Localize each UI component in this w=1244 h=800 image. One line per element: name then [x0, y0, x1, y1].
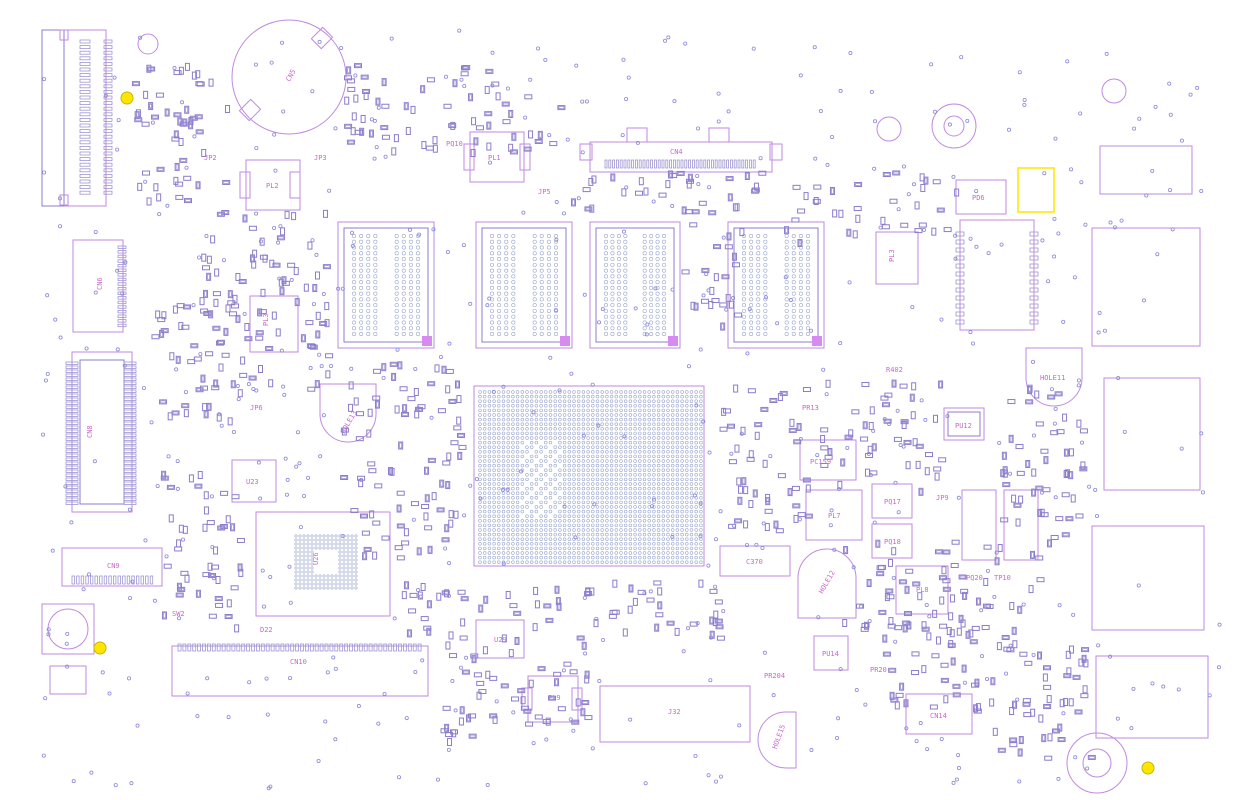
inductor-r[interactable]: PL3: [875, 231, 919, 285]
cn14[interactable]: CN14: [905, 693, 973, 735]
svg-text:U23: U23: [246, 478, 259, 486]
hole15[interactable]: HOLE15: [757, 711, 797, 769]
usb-port-1[interactable]: [1091, 227, 1201, 347]
svg-text:PL3: PL3: [888, 249, 896, 262]
usb-port-3[interactable]: [1091, 525, 1205, 631]
vias: [41, 28, 1222, 791]
battery-cn5[interactable]: CN5: [231, 19, 347, 135]
memory-chip[interactable]: [589, 221, 681, 349]
pq18[interactable]: PQ18: [871, 523, 913, 559]
svg-text:D22: D22: [260, 626, 273, 634]
svg-text:JP2: JP2: [204, 154, 217, 162]
chip-u26[interactable]: U26: [255, 511, 391, 617]
svg-text:U26: U26: [312, 552, 320, 565]
svg-text:PQ10: PQ10: [446, 140, 463, 148]
pu12[interactable]: PU12: [943, 407, 985, 441]
connector-cn9[interactable]: CN9: [61, 547, 163, 587]
dc-jack[interactable]: [1099, 145, 1193, 195]
memory-chip[interactable]: [475, 221, 573, 349]
svg-text:HOLE15: HOLE15: [771, 724, 787, 751]
svg-text:CN10: CN10: [290, 658, 307, 666]
svg-text:PR204: PR204: [764, 672, 785, 680]
memory-chip[interactable]: [727, 221, 825, 349]
svg-text:PL1: PL1: [488, 154, 501, 162]
svg-text:PL7: PL7: [828, 512, 841, 520]
svg-text:SW2: SW2: [172, 610, 185, 618]
u29[interactable]: U29: [475, 619, 525, 659]
svg-text:PQ18: PQ18: [884, 538, 901, 546]
pq17[interactable]: PQ17: [871, 483, 913, 519]
svg-text:JP3: JP3: [314, 154, 327, 162]
svg-text:C370: C370: [746, 558, 763, 566]
passive-components[interactable]: [131, 62, 1096, 761]
hole13[interactable]: HOLE13: [319, 383, 377, 443]
label-cn5: CN5: [284, 68, 297, 83]
connector-cn8[interactable]: CN8: [65, 351, 137, 513]
svg-text:JP6: JP6: [250, 404, 263, 412]
highlight-part[interactable]: [1017, 167, 1055, 213]
inductor-pl2[interactable]: PL2: [239, 159, 301, 211]
connector-cn10[interactable]: CN10: [171, 643, 429, 697]
chip-u23[interactable]: U23: [231, 459, 277, 503]
inductor-pl3[interactable]: PL3: [249, 295, 299, 353]
svg-text:HOLE11: HOLE11: [1040, 374, 1065, 382]
cpu-bga[interactable]: [473, 385, 705, 567]
svg-text:U29: U29: [494, 636, 507, 644]
svg-text:PC159: PC159: [810, 458, 831, 466]
svg-text:PQ20: PQ20: [966, 574, 983, 582]
svg-text:TP10: TP10: [994, 574, 1011, 582]
connector-cn1[interactable]: [41, 29, 113, 207]
connector-cn4[interactable]: CN4: [579, 127, 783, 173]
inductor-pl7[interactable]: PL7: [805, 489, 863, 541]
svg-text:PR13: PR13: [802, 404, 819, 412]
svg-text:JP9: JP9: [936, 494, 949, 502]
usb-port-2[interactable]: [1103, 377, 1201, 491]
c370[interactable]: C370: [719, 545, 791, 577]
svg-text:PL2: PL2: [266, 182, 279, 190]
svg-text:R402: R402: [886, 366, 903, 374]
pc159[interactable]: PC159: [799, 439, 857, 481]
svg-text:PL8: PL8: [916, 586, 929, 594]
svg-text:PD6: PD6: [972, 194, 985, 202]
svg-text:PR20: PR20: [870, 666, 887, 674]
memory-chip[interactable]: [337, 221, 435, 349]
rf-module[interactable]: [959, 219, 1035, 331]
svg-text:CN8: CN8: [86, 425, 94, 438]
svg-text:PU14: PU14: [822, 650, 839, 658]
pu14[interactable]: PU14: [813, 635, 849, 671]
highlight-dot: [120, 91, 134, 105]
svg-text:CN4: CN4: [670, 148, 683, 156]
j32[interactable]: J32: [599, 685, 751, 743]
pd6[interactable]: PD6: [955, 179, 1007, 215]
audio-jack[interactable]: [1095, 655, 1209, 739]
svg-text:CN14: CN14: [930, 712, 947, 720]
svg-text:PL3: PL3: [262, 313, 270, 326]
svg-text:JP5: JP5: [538, 188, 551, 196]
svg-text:CN6: CN6: [96, 277, 104, 290]
svg-text:PQ17: PQ17: [884, 498, 901, 506]
hole-mid[interactable]: HOLE12: [797, 548, 857, 619]
svg-text:CN9: CN9: [107, 562, 120, 570]
svg-text:PU12: PU12: [955, 422, 972, 430]
inductor-pl8[interactable]: PL8: [895, 565, 949, 615]
connector-cn6[interactable]: CN6: [72, 239, 127, 333]
jp9[interactable]: JP9: [936, 489, 1039, 561]
svg-text:J32: J32: [668, 708, 681, 716]
svg-text:HOLE12: HOLE12: [817, 569, 837, 595]
